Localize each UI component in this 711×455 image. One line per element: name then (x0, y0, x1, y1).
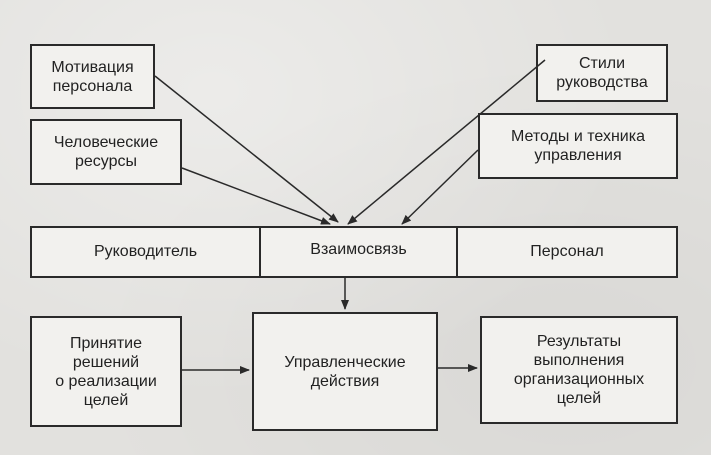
motivation-box: Мотивация персонала (30, 44, 155, 109)
decisions-box: Принятие решений о реализации целей (30, 316, 182, 427)
relationship-cell: Взаимосвязь (310, 241, 407, 258)
arrow-methods-to-relationship (401, 149, 479, 225)
results-box: Результаты выполнения организационных це… (480, 316, 678, 424)
human-resources-box: Человеческие ресурсы (30, 119, 182, 185)
leadership-styles-box: Стили руководства (536, 44, 668, 102)
leader-cell: Руководитель (93, 243, 198, 260)
arrow-resources-to-relationship (181, 167, 331, 225)
arrow-motivation-to-relationship (154, 75, 339, 223)
relationship-bar: Руководитель Взаимосвязь Персонал (30, 226, 678, 278)
bar-divider-right (456, 228, 458, 276)
bar-divider-left (259, 228, 261, 276)
personnel-cell: Персонал (530, 243, 604, 260)
management-actions-box: Управленческие действия (252, 312, 438, 431)
methods-box: Методы и техника управления (478, 113, 678, 179)
